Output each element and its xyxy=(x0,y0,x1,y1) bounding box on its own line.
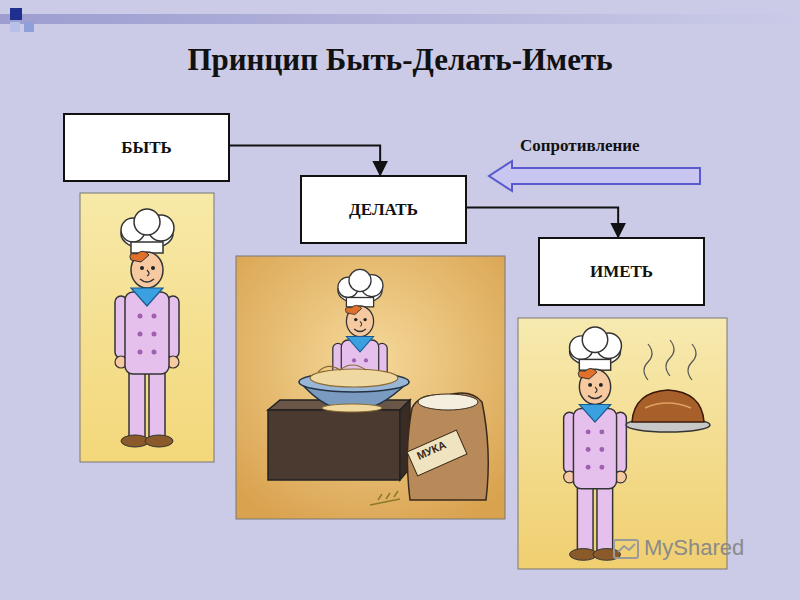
resistance-label: Сопротивление xyxy=(520,136,640,156)
flow-arrow xyxy=(230,145,380,175)
header-band xyxy=(0,14,800,24)
slide-title: Принцип Быть-Делать-Иметь xyxy=(0,42,800,78)
step-label: ИМЕТЬ xyxy=(590,262,653,282)
step-box: ИМЕТЬ xyxy=(538,237,705,306)
watermark: MyShared xyxy=(644,535,744,561)
watermark-icon xyxy=(614,540,638,558)
resistance-arrow xyxy=(489,161,700,191)
step-label: БЫТЬ xyxy=(121,138,172,158)
decor-square xyxy=(10,8,22,20)
step-label: ДЕЛАТЬ xyxy=(349,200,418,220)
cook-with-bread-picture xyxy=(518,318,727,569)
cook-being-picture xyxy=(80,193,214,462)
flow-arrow xyxy=(467,207,618,237)
cook-kneading-picture xyxy=(236,256,505,519)
decor-square xyxy=(10,22,20,32)
step-box: ДЕЛАТЬ xyxy=(300,175,467,244)
decor-square xyxy=(24,22,34,32)
step-box: БЫТЬ xyxy=(63,113,230,182)
